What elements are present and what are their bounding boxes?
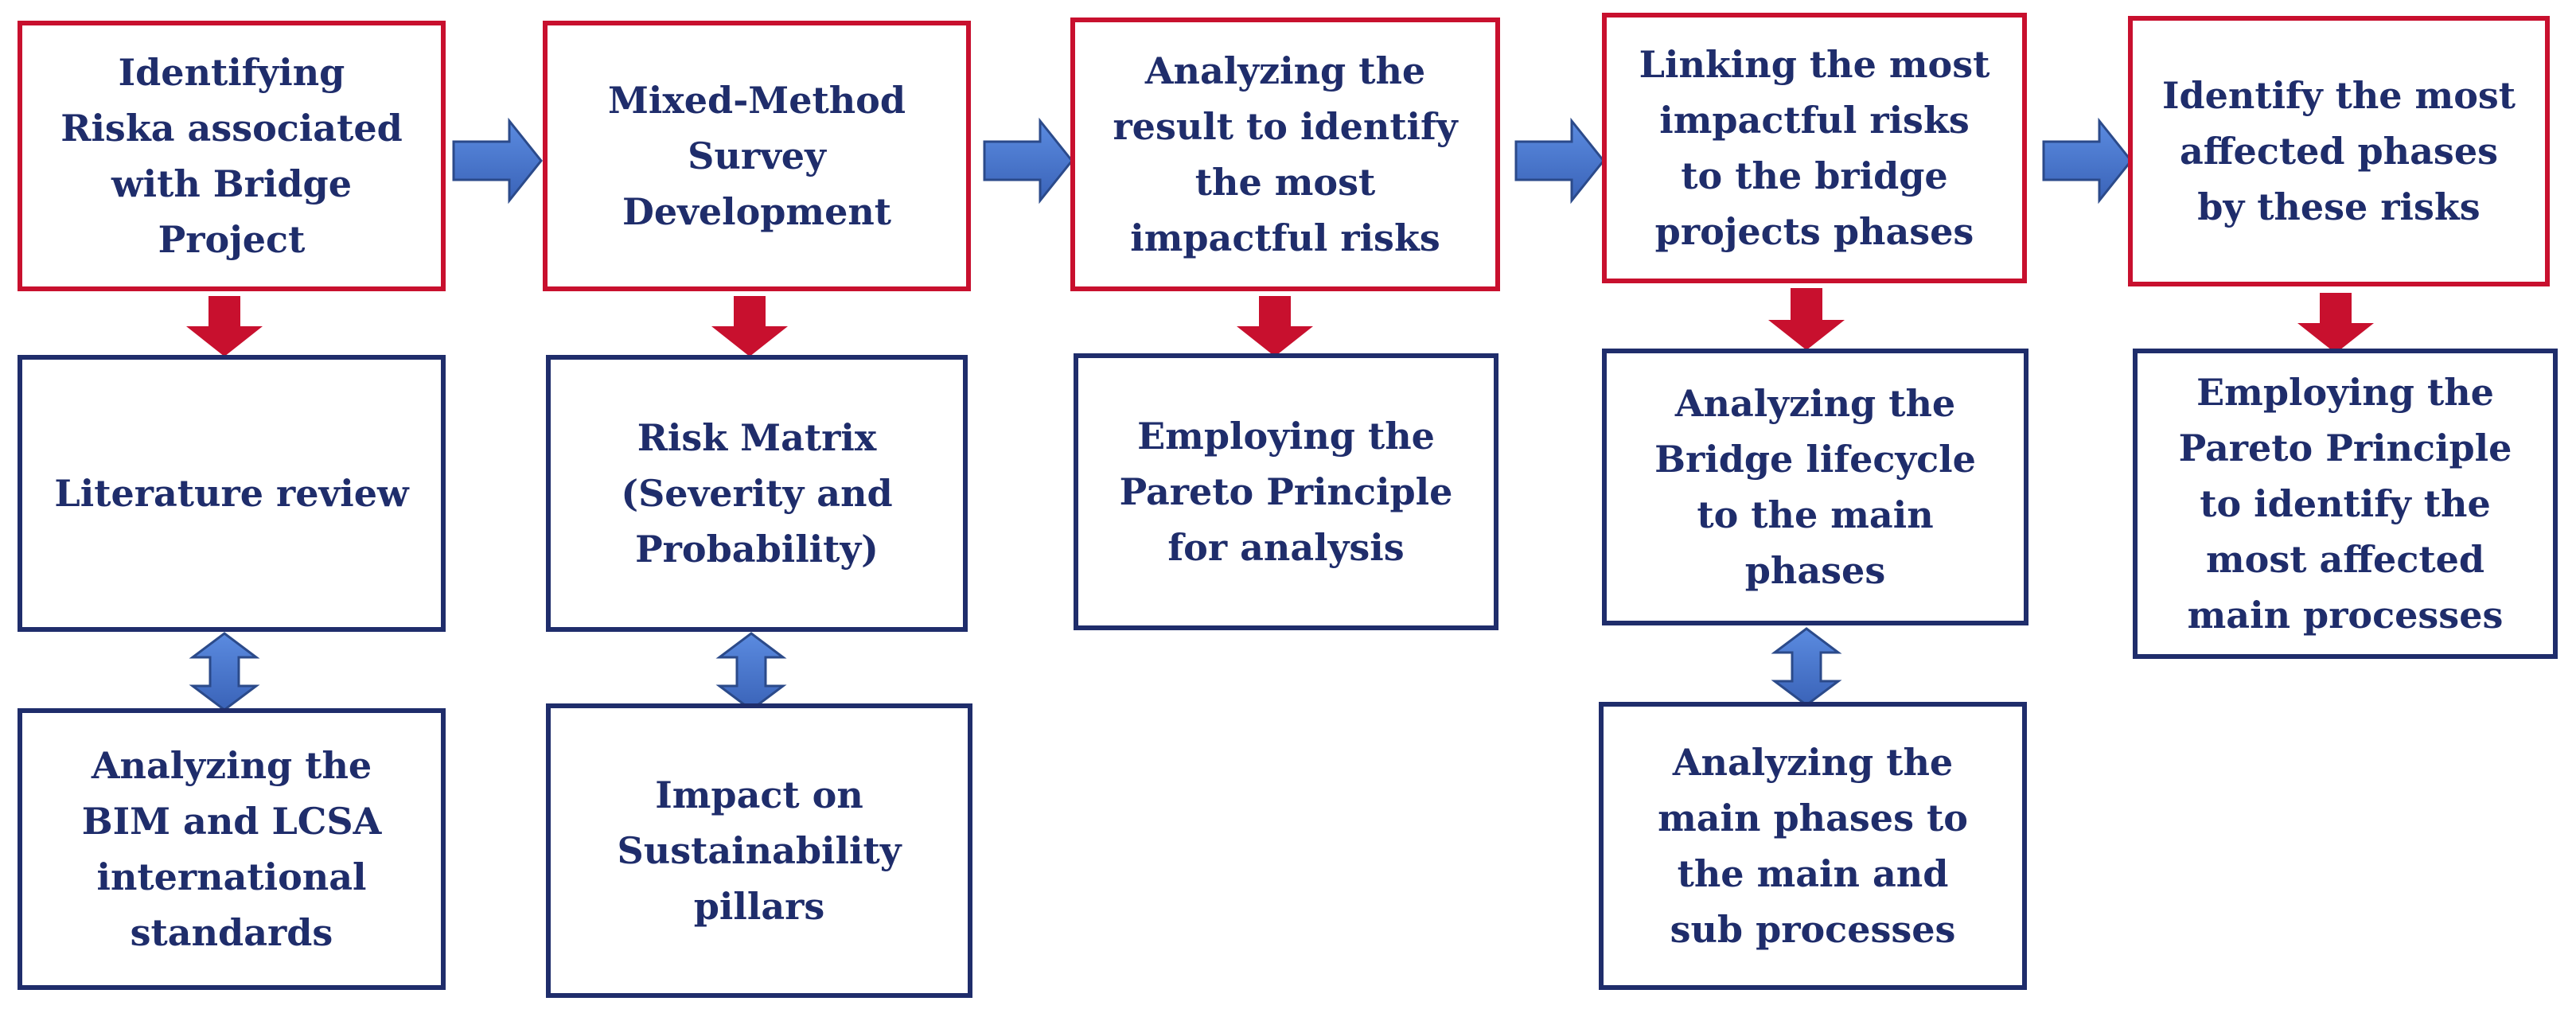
down-arrow-3 — [1237, 296, 1313, 356]
right-arrow-1 — [452, 117, 543, 205]
method-box-1: Literature review — [18, 355, 446, 632]
double-arrow-3 — [1771, 627, 1842, 707]
double-arrow-1 — [189, 632, 260, 711]
down-arrow-4 — [1768, 288, 1845, 350]
double-arrow-2 — [715, 632, 787, 711]
method-text-1: Literature review — [54, 472, 409, 515]
right-arrow-4 — [2042, 117, 2133, 205]
down-arrow-5 — [2297, 293, 2374, 353]
right-arrow-3 — [1514, 117, 1605, 205]
right-arrow-2 — [983, 117, 1074, 205]
down-arrow-1 — [186, 296, 263, 356]
down-arrow-2 — [711, 296, 788, 356]
